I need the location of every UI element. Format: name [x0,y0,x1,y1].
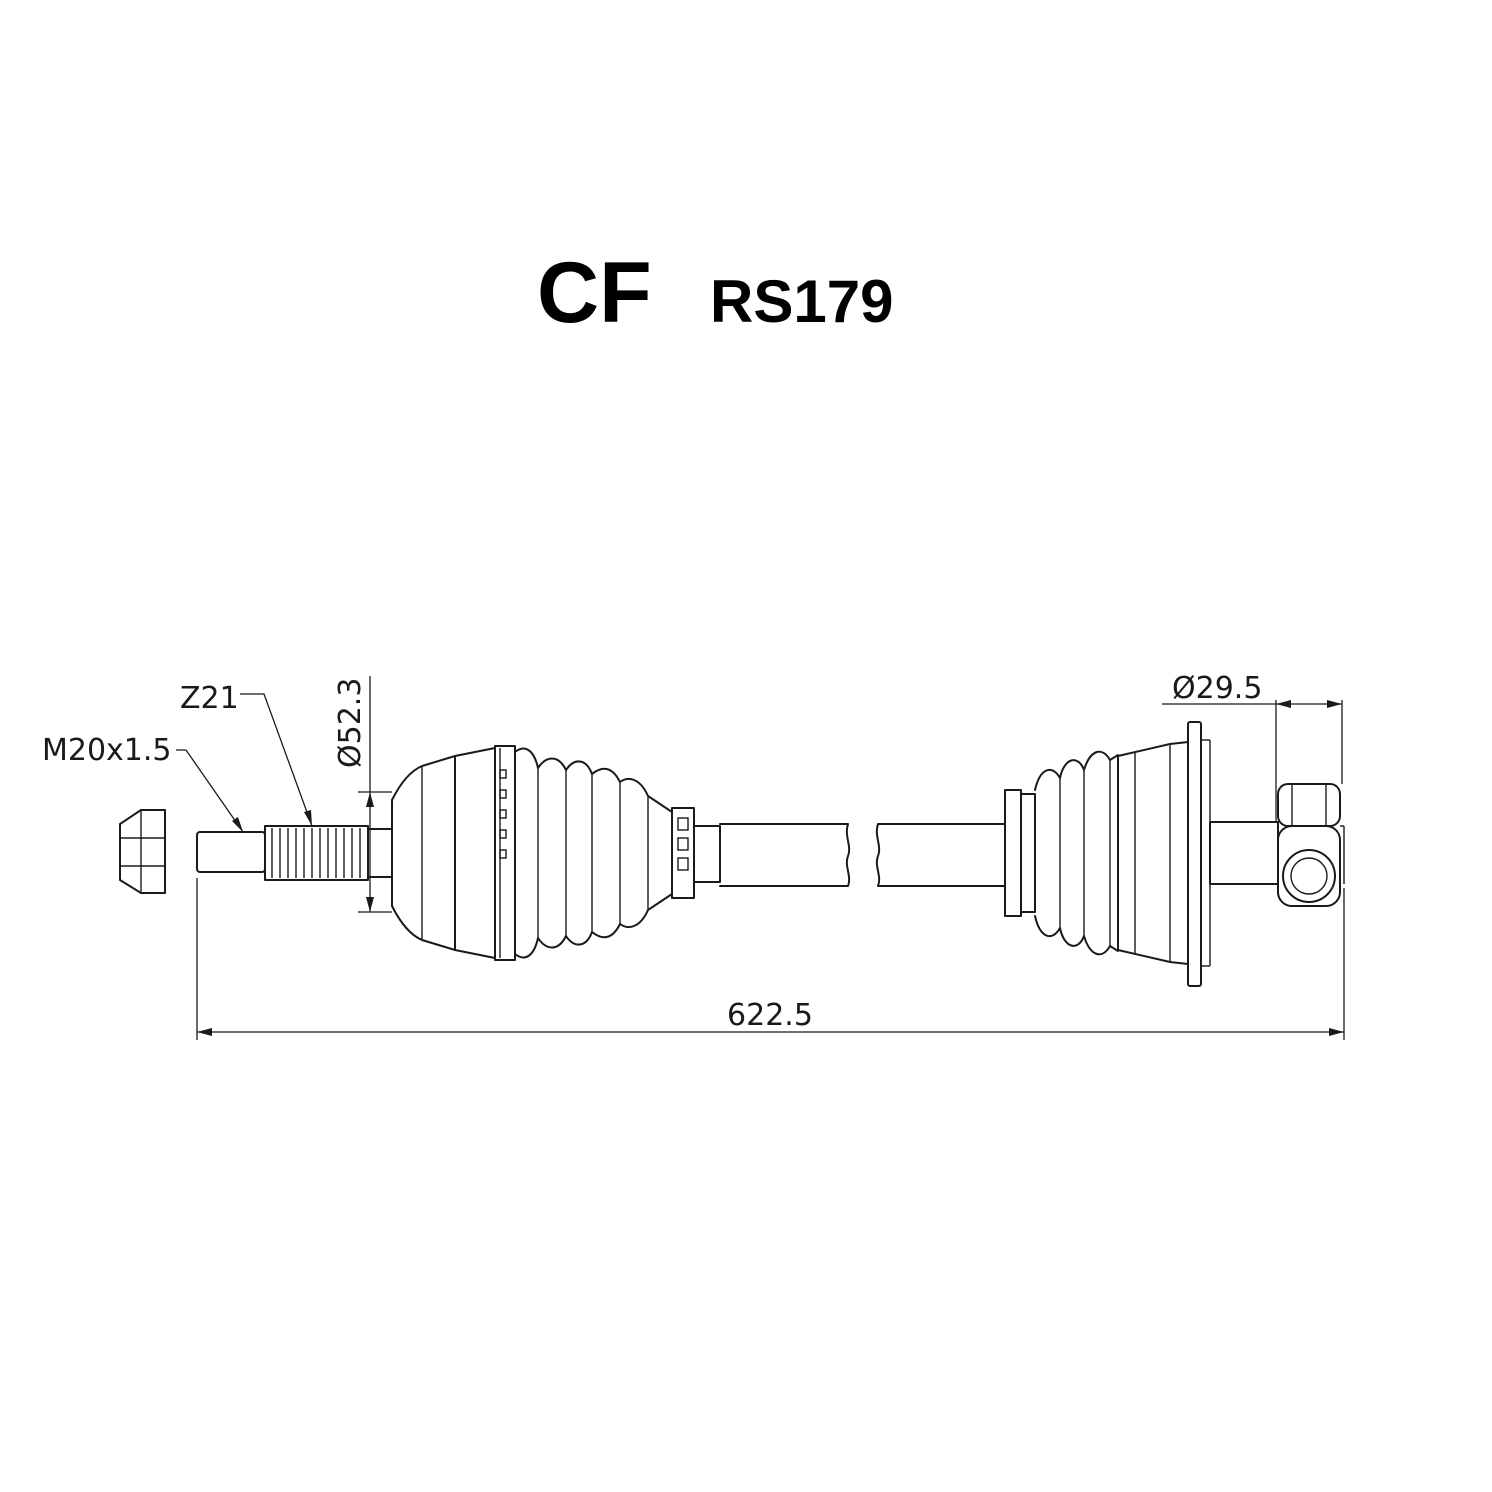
outer-cv-joint [391,745,516,961]
thread-leader [176,749,244,833]
inner-diameter-dimension [1162,700,1343,822]
part-number-label: RS179 [710,268,893,335]
brand-label: CF [537,245,652,341]
threaded-stub [196,831,266,873]
end-fitting [1277,783,1345,907]
outer-diameter-dimension [358,676,392,913]
shaft [693,823,1006,887]
spline-leader [240,693,313,827]
inner-diameter-label: Ø29.5 [1172,671,1262,706]
inner-boot [1004,750,1119,956]
outer-diameter-label: Ø52.3 [333,678,368,768]
spline-label: Z21 [180,681,239,716]
overall-length-label: 622.5 [727,998,813,1033]
inner-joint-housing [1117,721,1279,987]
splined-shaft [264,825,393,881]
overall-length-dimension [196,878,1345,1040]
hex-nut [119,809,166,894]
thread-label: M20x1.5 [42,733,172,768]
outer-boot [514,747,695,959]
